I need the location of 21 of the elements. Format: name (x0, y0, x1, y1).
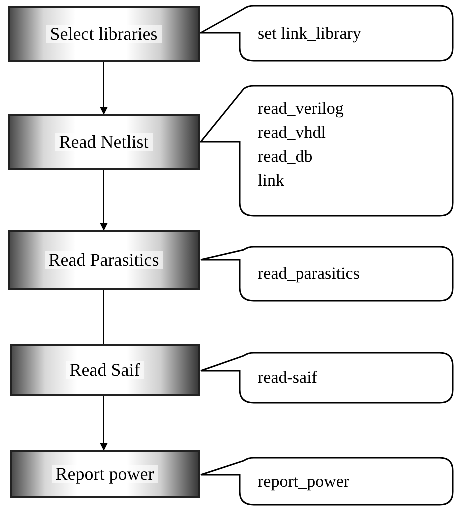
command-text: read_vhdl (258, 122, 327, 144)
process-box (8, 230, 200, 290)
step-label: Report power (52, 465, 158, 483)
process-box (10, 344, 200, 396)
step-label: Select libraries (46, 25, 162, 43)
command-text: read_verilog (258, 98, 345, 120)
process-box (8, 114, 200, 170)
step-label: Read Netlist (55, 133, 153, 151)
process-box (8, 6, 200, 62)
command-text: set link_library (258, 22, 362, 45)
arrow (100, 396, 108, 451)
arrow (100, 170, 108, 231)
arrow (100, 62, 108, 115)
step-label: Read Saif (66, 361, 144, 379)
step-label: Read Parasitics (44, 251, 164, 269)
command-text: read-saif (258, 367, 318, 389)
command-text: read_db (258, 146, 314, 168)
command-text: link (258, 170, 286, 192)
process-box (10, 450, 200, 498)
command-text: report_power (258, 470, 351, 493)
command-text: read_parasitics (258, 263, 361, 285)
